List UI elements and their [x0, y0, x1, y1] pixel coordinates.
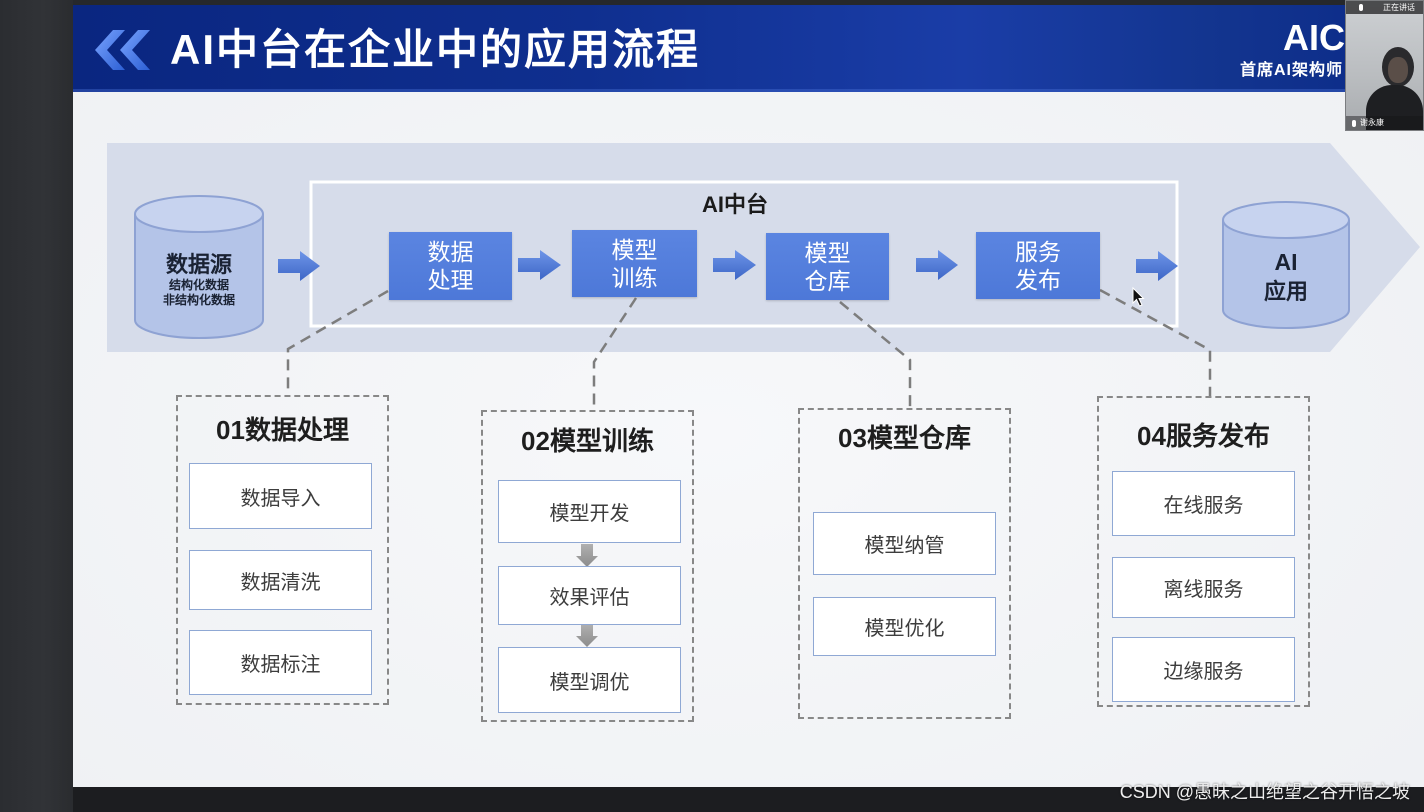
panel-item: 数据导入 [189, 463, 372, 529]
panel-item: 离线服务 [1112, 557, 1295, 618]
top-edge [73, 0, 1424, 5]
panel-item: 数据清洗 [189, 550, 372, 610]
connector-model-repository [839, 301, 912, 408]
ai-application-cylinder [1222, 201, 1350, 329]
stage-label-line2: 训练 [611, 264, 658, 291]
ai-application-label-line1: AI [1274, 249, 1298, 275]
ai-platform-label: AI中台 [701, 192, 768, 217]
mouse-cursor-icon [1132, 286, 1145, 307]
panel-item: 模型优化 [813, 597, 996, 656]
stage-label-line1: 模型 [611, 236, 658, 263]
watermark: CSDN @愚昧之山绝望之谷开悟之坡 [1119, 782, 1410, 802]
down-arrow-icon [576, 544, 598, 567]
panel-item: 数据标注 [189, 630, 372, 695]
microphone-icon [1359, 4, 1363, 11]
panel-item: 模型开发 [498, 480, 681, 543]
stage-label-line2: 仓库 [804, 267, 851, 294]
panel-service-publishing: 04服务发布 在线服务 离线服务 边缘服务 [1097, 396, 1310, 707]
connector-service-publishing [1099, 288, 1212, 396]
participant-body [1366, 85, 1423, 130]
participant-name: 谢永康 [1360, 118, 1384, 127]
stage-model-repository: 模型 仓库 [766, 233, 889, 300]
data-source-unstructured: 非结构化数据 [162, 293, 235, 307]
right-arrow-icon [518, 250, 561, 280]
left-side-rail [0, 0, 73, 812]
participant-face [1388, 57, 1408, 83]
speaking-label: 正在讲话 [1383, 2, 1415, 12]
panel-item: 边缘服务 [1112, 637, 1295, 702]
down-arrow-icon [576, 624, 598, 647]
data-source-cylinder [134, 195, 264, 339]
data-source-title: 数据源 [165, 252, 232, 277]
panel-data-processing: 01数据处理 数据导入 数据清洗 数据标注 [176, 395, 389, 705]
data-source-structured: 结构化数据 [168, 278, 229, 292]
ai-application-label-line2: 应用 [1263, 279, 1308, 304]
connector-data-processing [286, 289, 389, 395]
connector-model-training [592, 297, 638, 410]
right-arrow-icon [916, 250, 958, 280]
panel-item: 模型调优 [498, 647, 681, 713]
panel-item: 模型纳管 [813, 512, 996, 575]
panel-model-repository: 03模型仓库 模型纳管 模型优化 [798, 408, 1011, 719]
right-arrow-icon [1136, 251, 1178, 281]
panel-item: 在线服务 [1112, 471, 1295, 536]
stage-label-line1: 模型 [804, 239, 851, 266]
stage-label-line2: 发布 [1015, 266, 1061, 293]
slide-header: AI中台在企业中的应用流程 AIC 首席AI架构师 [73, 5, 1424, 92]
brand-subtitle: 首席AI架构师 [1240, 62, 1344, 79]
shared-slide: AI中台在企业中的应用流程 AIC 首席AI架构师 [0, 0, 1424, 787]
participant-video-tile[interactable]: 正在讲话 谢永康 [1345, 0, 1424, 131]
double-chevron-left-icon [95, 30, 150, 70]
panel-model-training: 02模型训练 模型开发 效果评估 模型调优 [481, 410, 694, 722]
panel-title: 04服务发布 [1137, 421, 1270, 451]
stage-data-processing: 数据 处理 [389, 232, 512, 300]
slide-title: AI中台在企业中的应用流程 [170, 26, 701, 73]
microphone-icon [1352, 119, 1356, 127]
stage-label-line2: 处理 [427, 267, 474, 293]
panel-item: 效果评估 [498, 566, 681, 625]
stage-model-training: 模型 训练 [572, 230, 697, 297]
stage-service-publishing: 服务 发布 [976, 232, 1100, 299]
participant-name-bar: 谢永康 [1346, 116, 1423, 130]
panel-title: 01数据处理 [216, 415, 349, 445]
ai-platform-frame [309, 180, 1179, 328]
brand-logo-text: AIC [1283, 17, 1345, 58]
right-arrow-icon [278, 251, 320, 281]
panel-title: 02模型训练 [521, 426, 654, 456]
right-arrow-icon [713, 250, 756, 280]
panel-title: 03模型仓库 [838, 423, 971, 453]
speaking-indicator: 正在讲话 [1346, 1, 1423, 14]
stage-label-line1: 服务 [1015, 238, 1061, 265]
stage-label-line1: 数据 [427, 239, 474, 265]
